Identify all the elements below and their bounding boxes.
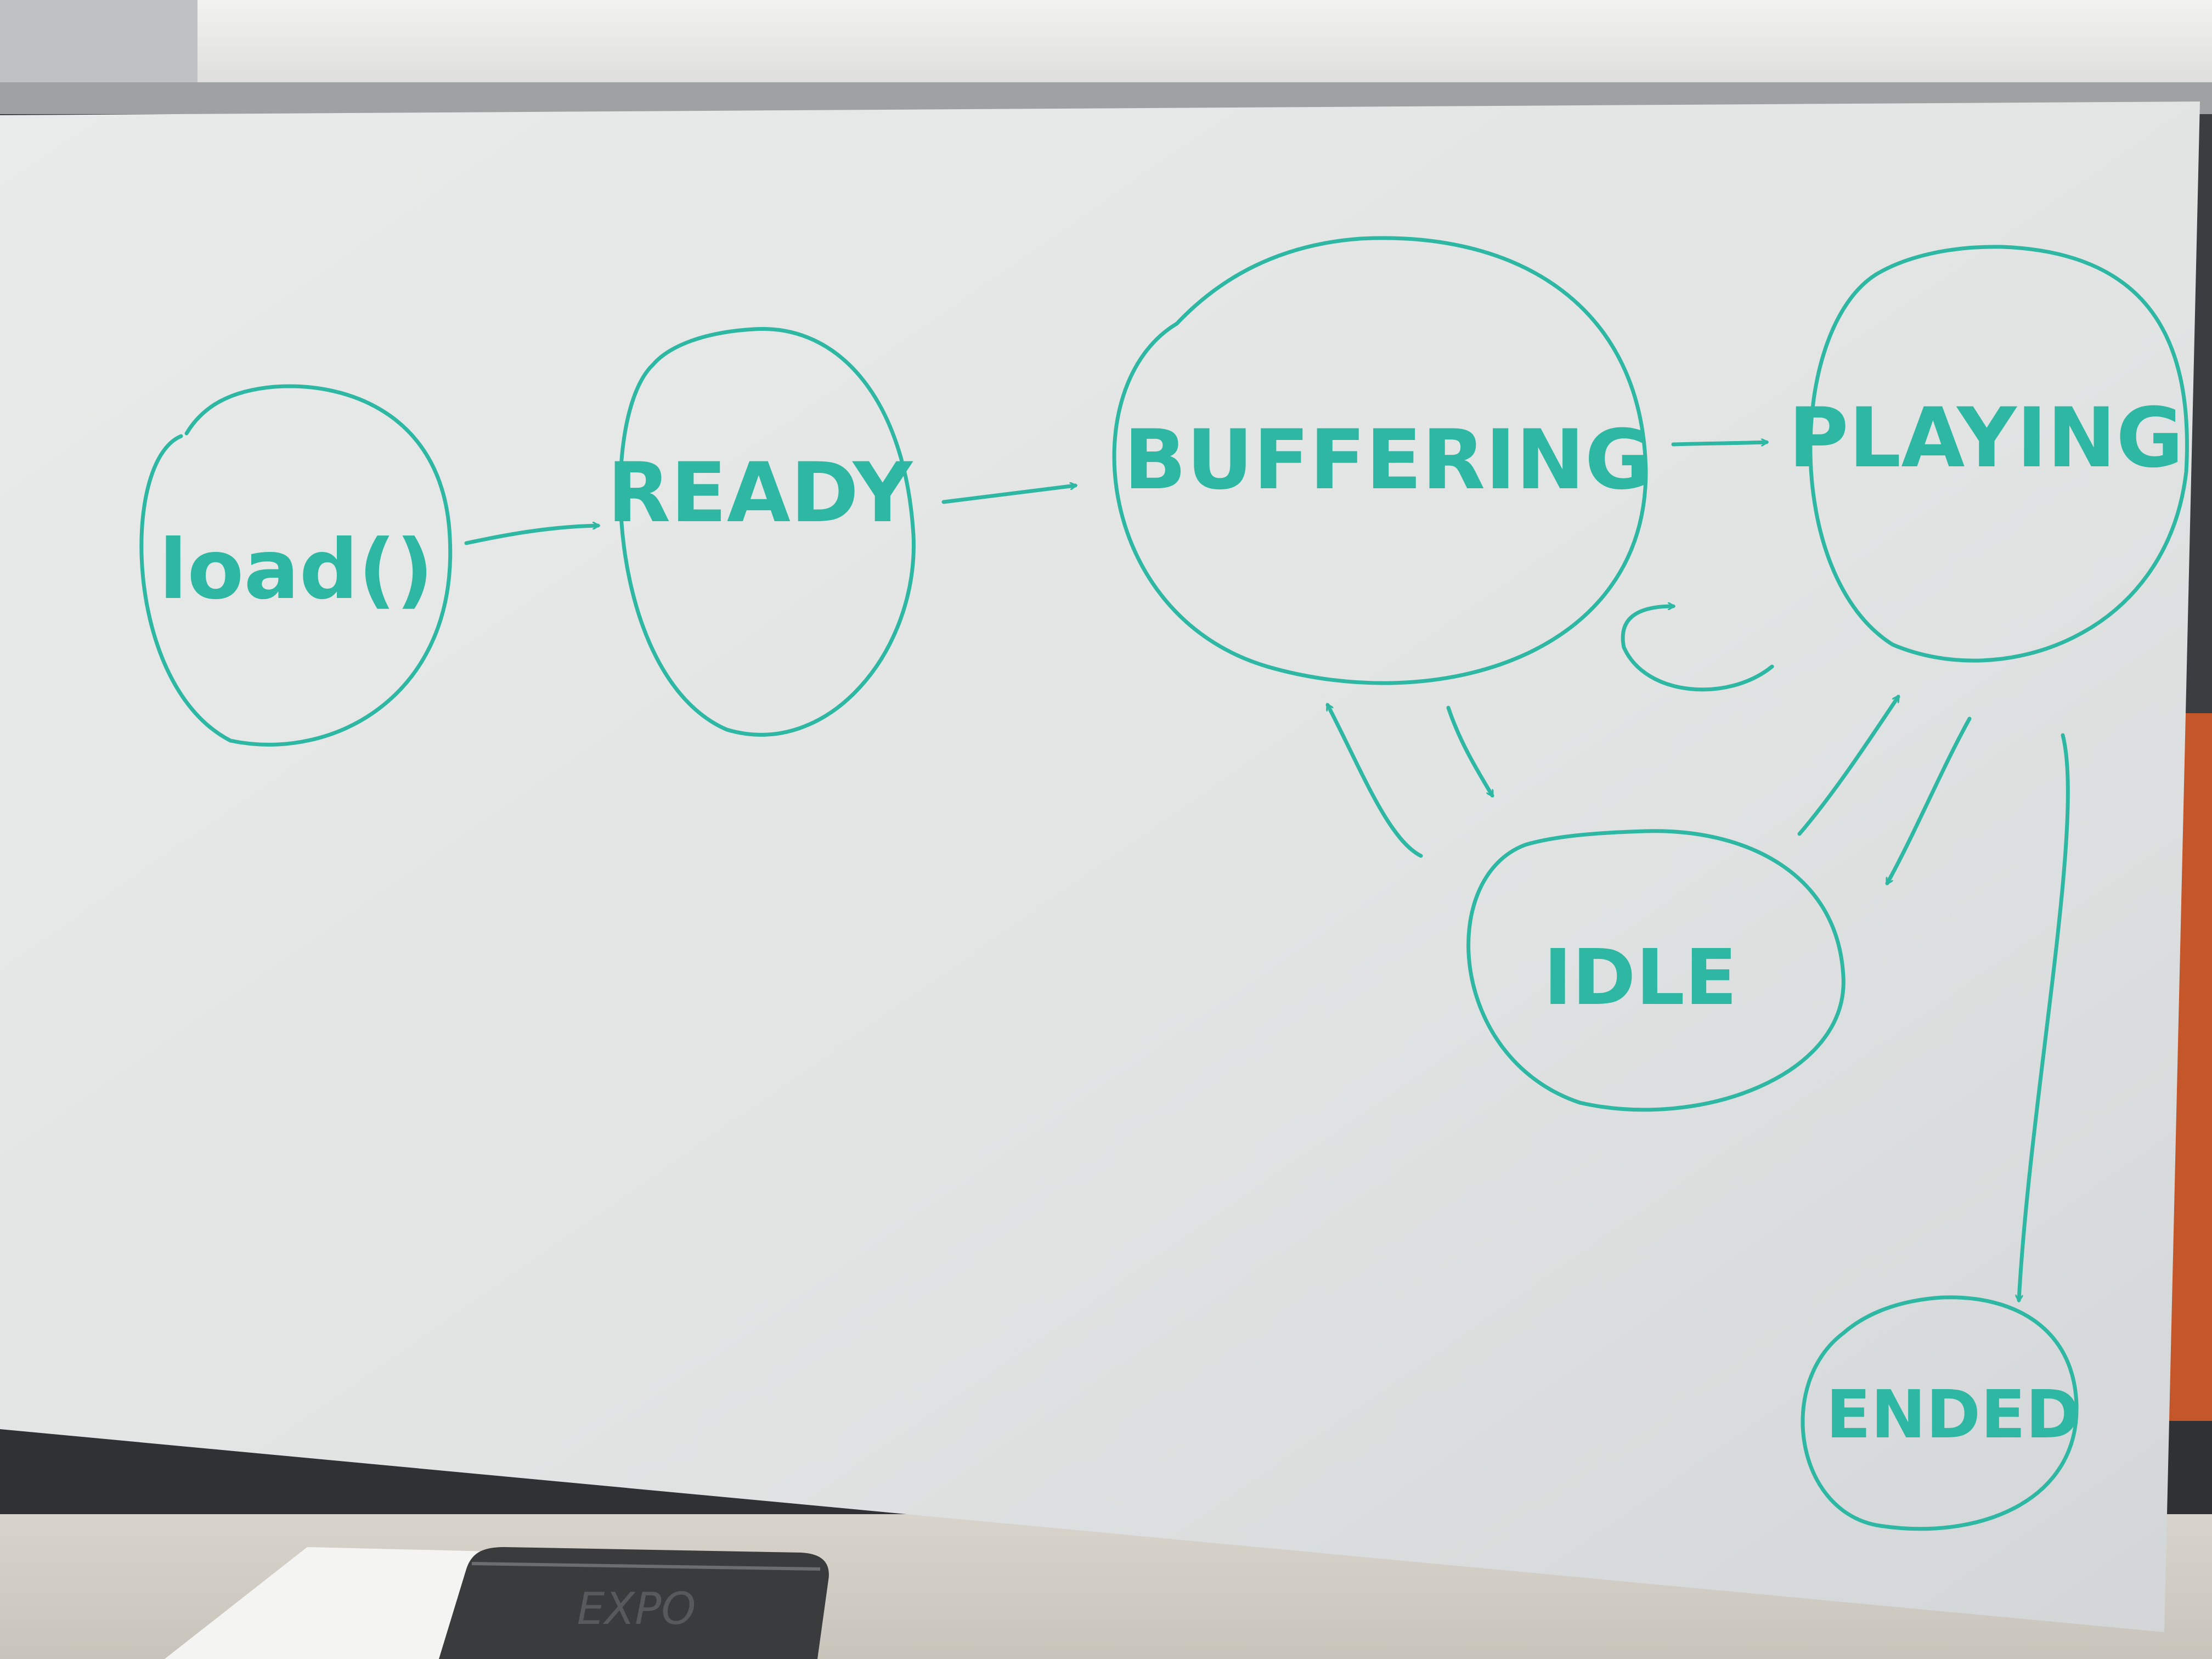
edge-idle-to-buffering	[1325, 705, 1423, 858]
edge-idle-to-playing	[1797, 697, 1900, 836]
node-label-idle: IDLE	[1543, 933, 1737, 1023]
edge-playing-to-ended	[2019, 733, 2070, 1300]
paper-sheet	[165, 1547, 538, 1659]
edge-buffering-to-idle	[1446, 706, 1494, 795]
node-label-ended: ENDED	[1826, 1377, 2080, 1453]
node-label-playing: PLAYING	[1788, 391, 2183, 486]
state-node-buffering: BUFFERING	[1112, 236, 1652, 685]
node-label-buffering: BUFFERING	[1124, 413, 1652, 508]
node-label-ready: READY	[607, 445, 914, 541]
edge-playing-to-buffering	[1621, 606, 1774, 692]
edge-playing-to-idle	[1885, 716, 1972, 883]
state-node-idle: IDLE	[1466, 829, 1846, 1112]
node-label-load: load()	[159, 522, 433, 618]
eraser: EXPO	[439, 1547, 829, 1659]
edge-buffering-to-playing	[1671, 442, 1767, 447]
edges	[464, 442, 2070, 1300]
state-node-load: load()	[139, 384, 453, 747]
ceiling	[0, 0, 2212, 93]
edge-ready-to-buffering	[941, 486, 1075, 504]
edge-load-to-ready	[464, 526, 598, 545]
eraser-brand: EXPO	[577, 1583, 696, 1634]
state-node-ready: READY	[607, 327, 916, 737]
state-node-ended: ENDED	[1801, 1295, 2080, 1531]
state-node-playing: PLAYING	[1788, 245, 2189, 663]
ceiling-panel-left	[0, 0, 198, 88]
whiteboard	[0, 101, 2200, 1632]
